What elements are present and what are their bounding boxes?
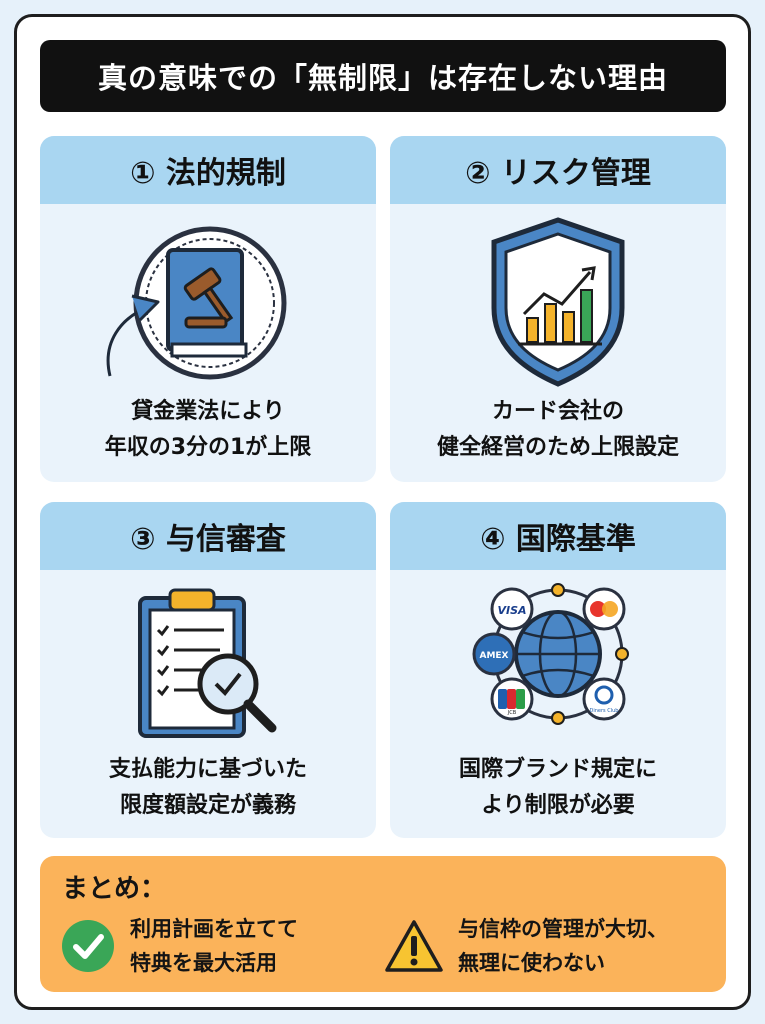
summary-line: 与信枠の管理が大切、: [458, 917, 668, 941]
card-heading: ② リスク管理: [390, 136, 726, 204]
card-line: 国際ブランド規定に: [458, 757, 657, 782]
card-description: 国際ブランド規定に より制限が必要: [390, 752, 726, 824]
card-line: 限度額設定が義務: [119, 793, 296, 818]
summary-line: 利用計画を立てて: [130, 917, 298, 941]
check-circle-icon: [62, 920, 114, 972]
summary-line: 無理に使わない: [458, 951, 605, 975]
shield-growth-chart-icon: [491, 217, 625, 387]
warning-triangle-icon: [385, 920, 443, 972]
amex-logo: AMEX: [479, 651, 508, 661]
summary-item-warning: 与信枠の管理が大切、 無理に使わない: [384, 912, 668, 980]
card-description: 貸金業法により 年収の3分の1が上限: [40, 394, 376, 466]
card-heading: ① 法的規制: [40, 136, 376, 204]
summary-title: まとめ：: [62, 874, 167, 904]
jcb-logo: JCB: [507, 710, 517, 716]
card-line: 貸金業法により: [131, 399, 285, 424]
globe-card-brands-icon: VISA AMEX JCB Diners Club: [472, 583, 629, 725]
summary-panel: まとめ： 利用計画を立てて 特典を最大活用 与信枠の管理が大切、 無理に使わない: [40, 856, 726, 992]
card-heading: ④ 国際基準: [390, 502, 726, 570]
card-line: カード会社の: [491, 399, 624, 424]
page-title: 真の意味での「無制限」は存在しない理由: [97, 61, 668, 95]
card-international-standards: ④ 国際基準 VISA AMEX JCB Diners Club 国際ブラ: [390, 502, 726, 838]
title-banner: 真の意味での「無制限」は存在しない理由: [40, 40, 726, 112]
diners-logo: Diners Club: [590, 708, 619, 714]
summary-item-text: 与信枠の管理が大切、 無理に使わない: [458, 912, 668, 980]
summary-item-plan: 利用計画を立てて 特典を最大活用: [60, 912, 298, 980]
visa-logo: VISA: [497, 604, 526, 617]
summary-item-text: 利用計画を立てて 特典を最大活用: [130, 912, 298, 980]
card-line: より制限が必要: [481, 793, 635, 818]
card-line: 支払能力に基づいた: [108, 757, 307, 782]
card-legal-regulation: ① 法的規制 貸金業法により 年収の3分の1が上限: [40, 136, 376, 482]
card-description: カード会社の 健全経営のため上限設定: [390, 394, 726, 466]
law-book-gavel-icon: [106, 226, 287, 380]
card-line: 健全経営のため上限設定: [436, 435, 679, 460]
clipboard-checklist-magnifier-icon: [138, 588, 277, 738]
card-heading: ③ 与信審査: [40, 502, 376, 570]
summary-line: 特典を最大活用: [130, 951, 277, 975]
card-description: 支払能力に基づいた 限度額設定が義務: [40, 752, 376, 824]
card-credit-screening: ③ 与信審査 支払能力に基づいた 限度額設定が義務: [40, 502, 376, 838]
card-risk-management: ② リスク管理 カード会社の 健全経営のため上限設定: [390, 136, 726, 482]
card-line: 年収の3分の1が上限: [104, 435, 312, 460]
